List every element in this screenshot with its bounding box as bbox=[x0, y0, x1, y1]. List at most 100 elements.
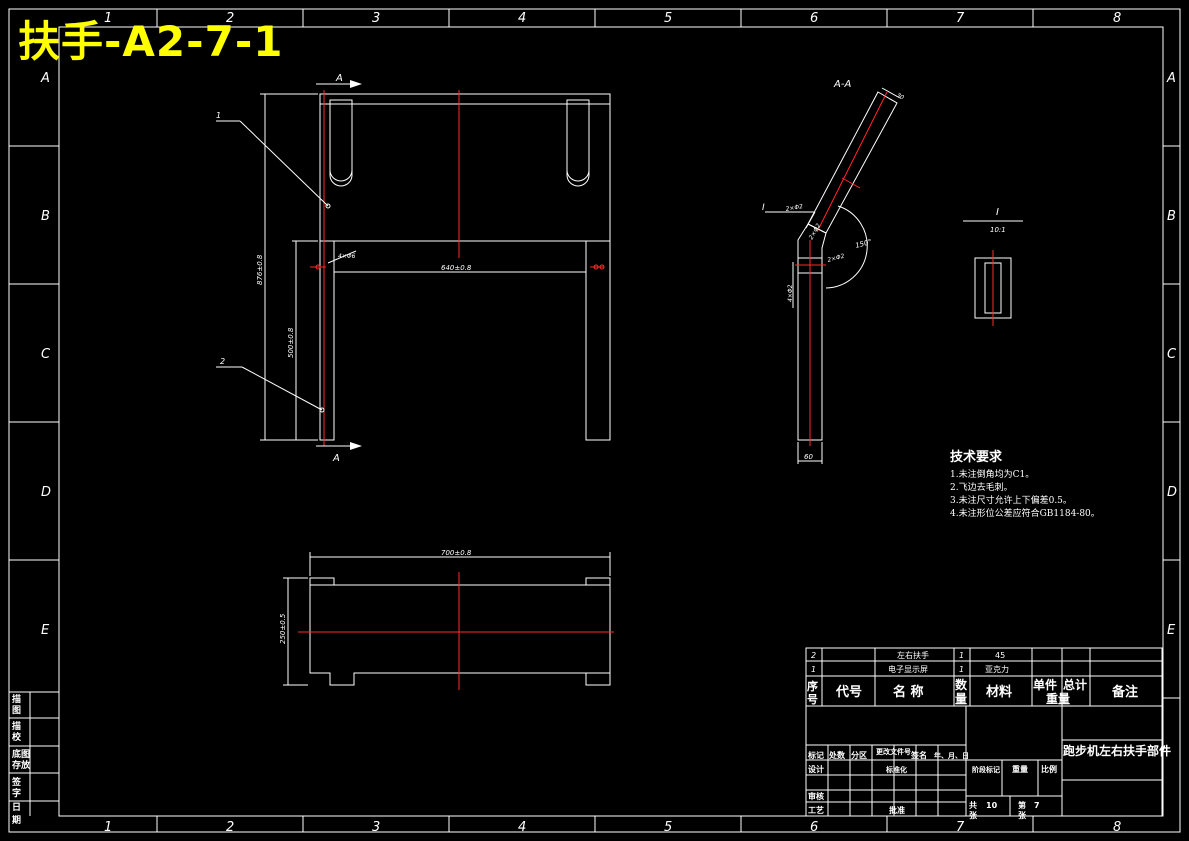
tb-standard: 标准化 bbox=[885, 765, 907, 774]
strip-r4: 校 bbox=[12, 731, 22, 743]
row-e-left: E bbox=[41, 623, 50, 638]
row-b-left: B bbox=[41, 209, 50, 224]
col-3-top: 3 bbox=[372, 11, 380, 26]
row-c-right: C bbox=[1167, 347, 1177, 362]
strip-r9: 日 bbox=[12, 802, 21, 813]
tb-change-doc: 更改文件号 bbox=[876, 747, 911, 756]
dim-section-1: 2×Φ2 bbox=[785, 203, 804, 213]
left-strip: 描 图 描 校 底图 存放 签 字 日 期 bbox=[9, 691, 59, 826]
tech-requirement-2: 2.飞边去毛刺。 bbox=[950, 483, 1013, 493]
strip-r2: 图 bbox=[12, 705, 21, 716]
col-7-top: 7 bbox=[956, 11, 965, 26]
row-e-right: E bbox=[1167, 623, 1176, 638]
tb-mark: 标记 bbox=[807, 750, 824, 760]
dim-height: 876±0.8 bbox=[256, 254, 264, 285]
tb-stage-mark: 阶段标记 bbox=[972, 765, 1000, 774]
leader-1: 1 bbox=[216, 111, 221, 120]
section-label-top: A bbox=[335, 73, 343, 84]
outer-frame bbox=[8, 8, 1181, 833]
row-a-right: A bbox=[1166, 71, 1176, 86]
tb-signature: 签名 bbox=[910, 750, 927, 760]
drawing-name: 跑步机左右扶手部件 bbox=[1063, 743, 1171, 758]
tech-requirement-3: 3.未注尺寸允许上下偏差0.5。 bbox=[950, 496, 1072, 506]
dim-leg: 500±0.8 bbox=[287, 327, 295, 358]
row-ticks bbox=[9, 145, 1180, 699]
col-4-bottom: 4 bbox=[518, 820, 526, 835]
dim-bottom: 60 bbox=[804, 453, 813, 461]
hdr-total-1: 总计 bbox=[1063, 677, 1087, 692]
front-upper-panel bbox=[319, 93, 611, 242]
strip-r7: 签 bbox=[11, 776, 22, 788]
part-2-qty: 1 bbox=[959, 651, 964, 660]
dim-top-depth: 250±0.5 bbox=[279, 613, 287, 644]
front-slot-right bbox=[566, 99, 590, 187]
front-leg-right bbox=[585, 240, 611, 441]
section-view-label: A-A bbox=[833, 79, 851, 90]
part-1-material: 亚克力 bbox=[985, 664, 1009, 674]
part-2-no: 2 bbox=[811, 651, 816, 660]
row-labels: A B C D E A B C D E bbox=[40, 71, 1177, 638]
tb-design: 设计 bbox=[808, 764, 824, 774]
detail-scale: 10:1 bbox=[990, 226, 1006, 234]
hdr-material: 材料 bbox=[986, 684, 1012, 700]
front-view: A A 876±0.8 500±0.8 640±0.8 4×Φ6 1 2 bbox=[216, 73, 611, 464]
tb-sheet-no: 7 bbox=[1034, 801, 1040, 810]
leader-2: 2 bbox=[220, 357, 225, 366]
row-d-left: D bbox=[41, 485, 51, 500]
top-view-outline bbox=[309, 577, 611, 686]
tb-sheet-unit: 张 bbox=[1018, 811, 1027, 820]
dim-top: 30 bbox=[895, 92, 905, 102]
col-2-bottom: 2 bbox=[226, 820, 234, 835]
col-6-top: 6 bbox=[810, 11, 818, 26]
section-view: A-A 150° 30 I 2×Φ2 2×Φ2 2×Φ2 4×Φ2 60 bbox=[762, 79, 905, 464]
tb-sheets-unit: 张 bbox=[969, 811, 978, 820]
row-d-right: D bbox=[1167, 485, 1177, 500]
part-1-qty: 1 bbox=[959, 665, 964, 674]
vertical-post bbox=[797, 223, 827, 441]
column-labels: 1 2 3 4 5 6 7 8 1 2 3 4 5 6 7 8 bbox=[104, 11, 1121, 835]
dim-top-width: 700±0.8 bbox=[441, 549, 472, 557]
tech-requirement-4: 4.未注形位公差应符合GB1184-80。 bbox=[950, 509, 1100, 519]
part-1-name: 电子显示屏 bbox=[888, 664, 928, 674]
col-4-top: 4 bbox=[518, 11, 526, 26]
col-5-bottom: 5 bbox=[664, 820, 672, 835]
dim-section-3: 2×Φ2 bbox=[827, 253, 846, 264]
detail-view: I 10:1 bbox=[963, 207, 1023, 326]
tech-requirements-heading: 技术要求 bbox=[950, 450, 1003, 465]
tb-process: 工艺 bbox=[808, 805, 824, 815]
tb-sheets-total: 10 bbox=[986, 801, 998, 810]
col-7-bottom: 7 bbox=[956, 820, 965, 835]
hdr-qty-1: 数 bbox=[955, 677, 968, 692]
row-c-left: C bbox=[41, 347, 51, 362]
tech-requirements: 技术要求 1.未注倒角均为C1。 2.飞边去毛刺。 3.未注尺寸允许上下偏差0.… bbox=[950, 446, 1150, 521]
col-1-top: 1 bbox=[104, 11, 112, 26]
hdr-note: 备注 bbox=[1111, 684, 1138, 700]
detail-label: I bbox=[996, 207, 999, 218]
top-view: 700±0.8 250±0.5 bbox=[279, 549, 614, 690]
col-3-bottom: 3 bbox=[372, 820, 380, 835]
strip-r10: 期 bbox=[12, 814, 21, 826]
part-2-material: 45 bbox=[995, 651, 1005, 660]
strip-r1: 描 bbox=[12, 693, 21, 705]
row-a-left: A bbox=[40, 71, 50, 86]
hdr-code: 代号 bbox=[835, 684, 862, 700]
dim-span: 640±0.8 bbox=[441, 264, 472, 272]
column-ticks bbox=[156, 9, 1034, 832]
front-leg-left bbox=[319, 240, 335, 441]
tb-date: 年、月、日 bbox=[934, 751, 969, 760]
title-block: 2 左右扶手 1 45 1 电子显示屏 1 亚克力 序 号 代号 名 称 数 量… bbox=[805, 647, 1171, 820]
tb-scale: 比例 bbox=[1041, 764, 1057, 774]
tb-sheets-total-label: 共 bbox=[969, 800, 977, 810]
col-1-bottom: 1 bbox=[104, 820, 112, 835]
hdr-unit-1: 单件 bbox=[1033, 677, 1057, 692]
dim-hole: 4×Φ6 bbox=[338, 253, 356, 260]
hdr-unit-2: 重量 bbox=[1046, 691, 1070, 706]
tb-weight: 重量 bbox=[1012, 764, 1028, 774]
tech-requirement-1: 1.未注倒角均为C1。 bbox=[950, 470, 1035, 480]
tb-review: 审核 bbox=[808, 791, 824, 801]
col-2-top: 2 bbox=[226, 11, 234, 26]
hdr-seq-1: 序 bbox=[807, 679, 818, 693]
col-5-top: 5 bbox=[664, 11, 672, 26]
tb-approve: 批准 bbox=[889, 805, 905, 815]
detail-marker: I bbox=[762, 203, 765, 213]
